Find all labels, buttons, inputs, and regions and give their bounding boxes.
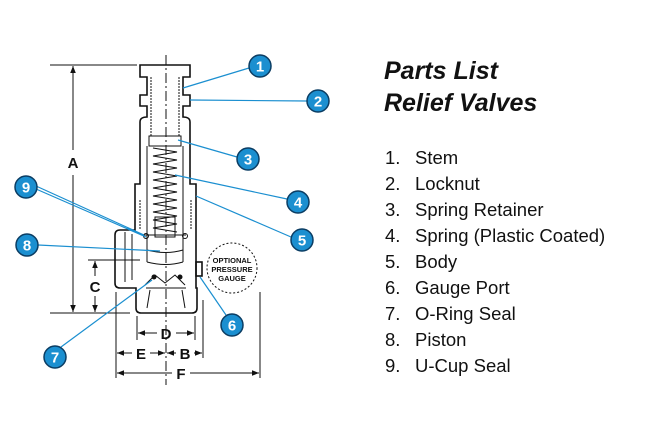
svg-text:9: 9	[22, 180, 30, 197]
dimension-d: D	[161, 326, 172, 343]
optional-pressure-gauge: OPTIONAL PRESSURE GAUGE	[206, 242, 258, 294]
gauge-label-2: PRESSURE	[211, 265, 252, 274]
list-item: 4.Spring (Plastic Coated)	[385, 225, 606, 246]
list-item: 8.Piston	[385, 329, 467, 350]
list-item: 1.Stem	[385, 147, 459, 168]
dimension-lines: A C D E B F	[50, 64, 261, 383]
callout-5: 5	[290, 228, 314, 252]
svg-text:1: 1	[256, 59, 264, 76]
svg-text:6: 6	[228, 318, 236, 335]
callout-4: 4	[286, 190, 310, 214]
dimension-b: B	[180, 346, 191, 363]
list-item: 5.Body	[385, 251, 458, 272]
callout-3: 3	[236, 147, 260, 171]
callout-8: 8	[15, 233, 39, 257]
svg-text:3: 3	[244, 152, 252, 169]
dimension-e: E	[136, 346, 146, 363]
svg-text:8: 8	[23, 238, 31, 255]
svg-text:4: 4	[294, 195, 303, 212]
list-item: 3.Spring Retainer	[385, 199, 544, 220]
callout-6: 6	[220, 313, 244, 337]
svg-text:2: 2	[314, 94, 322, 111]
dimension-c: C	[90, 279, 101, 296]
list-item: 2.Locknut	[385, 173, 480, 194]
callout-7: 7	[43, 345, 67, 369]
callout-1: 1	[248, 54, 272, 78]
dimension-f: F	[176, 366, 185, 383]
gauge-label-3: GAUGE	[218, 274, 246, 283]
callout-2: 2	[306, 89, 330, 113]
dimension-a: A	[68, 155, 79, 172]
list-item: 6.Gauge Port	[385, 277, 510, 298]
svg-text:5: 5	[298, 233, 306, 250]
parts-list-title: Parts List	[384, 57, 498, 85]
gauge-label-1: OPTIONAL	[213, 256, 252, 265]
relief-valves-subtitle: Relief Valves	[384, 89, 538, 117]
list-item: 7.O-Ring Seal	[385, 303, 516, 324]
list-item: 9.U-Cup Seal	[385, 355, 511, 376]
valve-body	[114, 55, 203, 385]
leader-lines	[35, 67, 308, 348]
svg-text:7: 7	[51, 350, 59, 367]
parts-list: 1.Stem 2.Locknut 3.Spring Retainer 4.Spr…	[385, 145, 605, 379]
callout-9: 9	[14, 175, 38, 199]
spring	[152, 147, 178, 233]
